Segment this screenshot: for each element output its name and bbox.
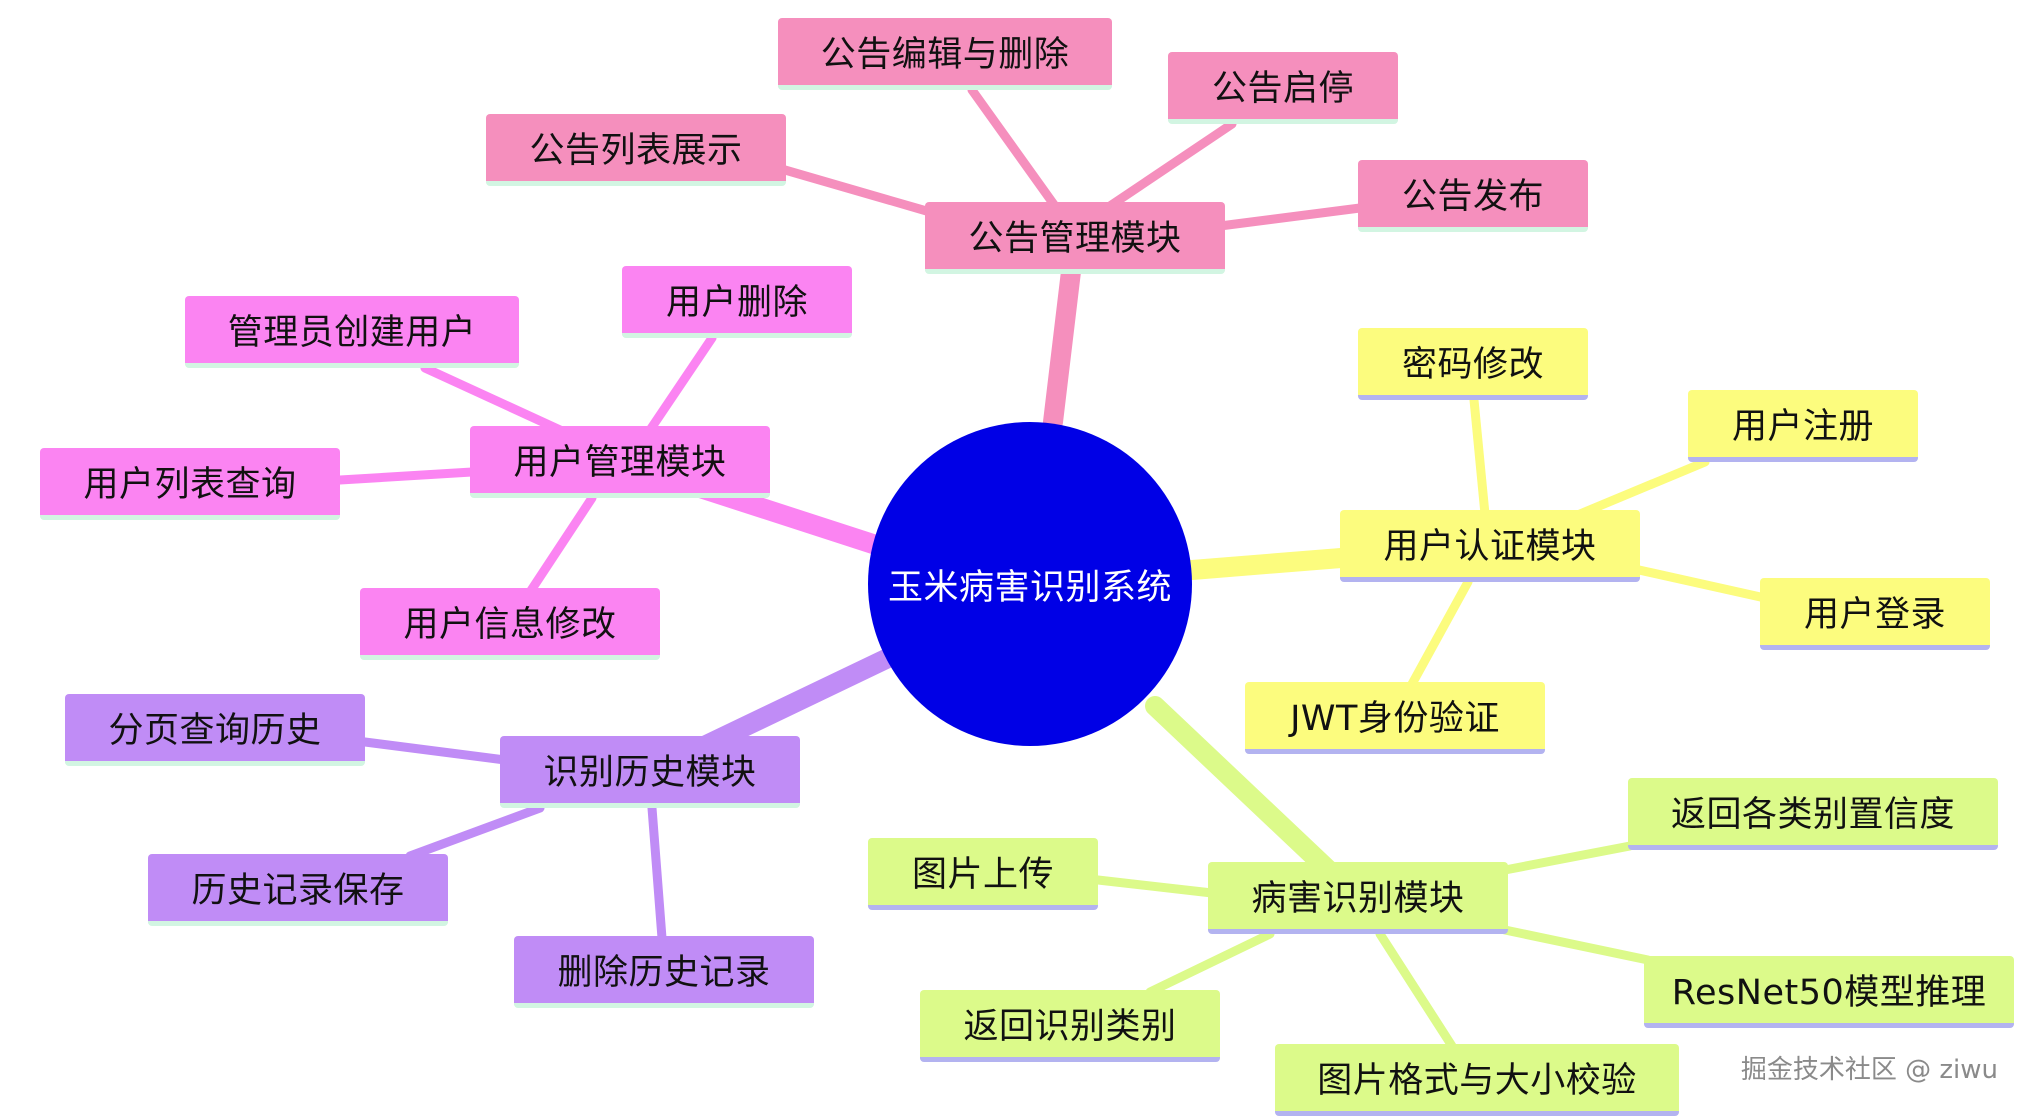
leaf-node-auth-1: 用户注册 xyxy=(1688,390,1918,462)
connector-announcement-1 xyxy=(1105,119,1237,211)
leaf-node-disease-3-label: 返回识别类别 xyxy=(963,1007,1177,1047)
branch-node-auth-label: 用户认证模块 xyxy=(1383,527,1597,567)
leaf-node-user-mgmt-0: 管理员创建用户 xyxy=(185,296,519,368)
leaf-node-disease-4-label: 图片格式与大小校验 xyxy=(1317,1061,1637,1101)
branch-node-disease-label: 病害识别模块 xyxy=(1251,879,1465,919)
leaf-node-user-mgmt-0-label: 管理员创建用户 xyxy=(227,313,477,353)
connector-auth-0 xyxy=(1469,395,1490,519)
leaf-node-disease-2-label: ResNet50模型推理 xyxy=(1671,973,1987,1013)
leaf-node-auth-3-label: JWT身份验证 xyxy=(1290,699,1500,739)
leaf-node-history-1: 历史记录保存 xyxy=(148,854,448,926)
leaf-node-auth-0: 密码修改 xyxy=(1358,328,1588,400)
leaf-node-announcement-1-label: 公告启停 xyxy=(1211,69,1354,109)
leaf-node-disease-1-label: 返回各类别置信度 xyxy=(1670,795,1955,835)
leaf-node-announcement-3: 公告发布 xyxy=(1358,160,1588,232)
connector-user-mgmt-1 xyxy=(645,333,717,435)
connector-disease-4 xyxy=(1375,929,1457,1051)
leaf-node-history-2-label: 删除历史记录 xyxy=(557,953,771,993)
branch-node-user-mgmt-label: 用户管理模块 xyxy=(513,443,727,483)
leaf-node-announcement-3-label: 公告发布 xyxy=(1401,177,1544,217)
leaf-node-disease-4: 图片格式与大小校验 xyxy=(1275,1044,1679,1116)
branch-node-auth: 用户认证模块 xyxy=(1340,510,1640,582)
watermark: 掘金技术社区 @ ziwu xyxy=(1740,1055,1998,1085)
leaf-node-history-1-label: 历史记录保存 xyxy=(191,871,405,911)
branch-node-user-mgmt: 用户管理模块 xyxy=(470,426,770,498)
connector-user-mgmt-3 xyxy=(525,493,597,597)
connector-history-2 xyxy=(647,803,667,943)
connector-user-mgmt-2 xyxy=(335,467,477,485)
connector-history-1 xyxy=(405,803,545,861)
connector-auth-2 xyxy=(1625,563,1770,603)
leaf-node-announcement-2: 公告列表展示 xyxy=(486,114,786,186)
leaf-node-announcement-0: 公告编辑与删除 xyxy=(778,18,1112,90)
connector-auth-1 xyxy=(1575,457,1710,519)
connector-disease-3 xyxy=(1145,929,1275,997)
connector-disease-0 xyxy=(1093,875,1217,898)
connector-announcement-0 xyxy=(967,85,1060,211)
leaf-node-announcement-1: 公告启停 xyxy=(1168,52,1398,124)
connector-history-0 xyxy=(360,737,510,765)
connector-announcement-2 xyxy=(780,165,935,217)
leaf-node-history-0-label: 分页查询历史 xyxy=(108,711,322,751)
connector-disease-1 xyxy=(1500,841,1635,875)
leaf-node-disease-3: 返回识别类别 xyxy=(920,990,1220,1062)
connector-disease-2 xyxy=(1500,925,1653,965)
leaf-node-disease-0-label: 图片上传 xyxy=(911,855,1054,895)
branch-node-history-label: 识别历史模块 xyxy=(543,753,757,793)
leaf-node-auth-0-label: 密码修改 xyxy=(1401,345,1544,385)
connector-announcement-3 xyxy=(1215,203,1365,231)
leaf-node-auth-1-label: 用户注册 xyxy=(1731,407,1874,447)
branch-node-announcement: 公告管理模块 xyxy=(925,202,1225,274)
leaf-node-user-mgmt-1: 用户删除 xyxy=(622,266,852,338)
connector-auth-3 xyxy=(1407,577,1473,689)
leaf-node-user-mgmt-2-label: 用户列表查询 xyxy=(83,465,297,505)
connector-user-mgmt-0 xyxy=(420,363,565,435)
leaf-node-announcement-0-label: 公告编辑与删除 xyxy=(820,35,1070,75)
leaf-node-auth-2-label: 用户登录 xyxy=(1803,595,1946,635)
leaf-node-user-mgmt-3-label: 用户信息修改 xyxy=(403,605,617,645)
leaf-node-user-mgmt-2: 用户列表查询 xyxy=(40,448,340,520)
leaf-node-auth-3: JWT身份验证 xyxy=(1245,682,1545,754)
branch-node-disease: 病害识别模块 xyxy=(1208,862,1508,934)
leaf-node-auth-2: 用户登录 xyxy=(1760,578,1990,650)
leaf-node-user-mgmt-1-label: 用户删除 xyxy=(665,283,808,323)
branch-node-announcement-label: 公告管理模块 xyxy=(968,219,1182,259)
leaf-node-history-2: 删除历史记录 xyxy=(514,936,814,1008)
leaf-node-user-mgmt-3: 用户信息修改 xyxy=(360,588,660,660)
root-label: 玉米病害识别系统 xyxy=(887,567,1172,608)
root-node: 玉米病害识别系统 xyxy=(868,422,1192,746)
leaf-node-disease-0: 图片上传 xyxy=(868,838,1098,910)
branch-node-history: 识别历史模块 xyxy=(500,736,800,808)
leaf-node-announcement-2-label: 公告列表展示 xyxy=(529,131,743,171)
leaf-node-history-0: 分页查询历史 xyxy=(65,694,365,766)
leaf-node-disease-1: 返回各类别置信度 xyxy=(1628,778,1998,850)
leaf-node-disease-2: ResNet50模型推理 xyxy=(1644,956,2014,1028)
